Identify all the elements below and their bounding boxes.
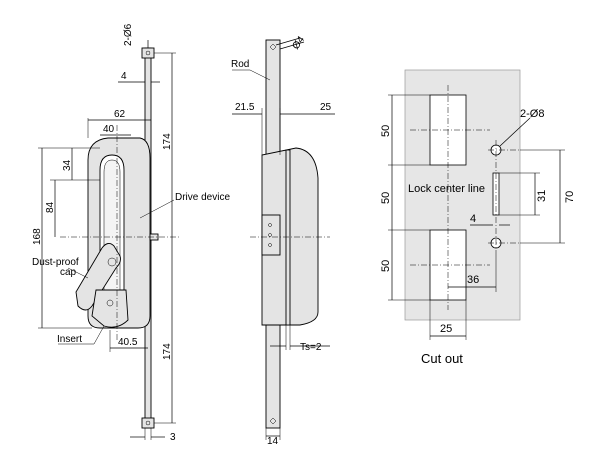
side-lock-hole-1 xyxy=(268,223,272,227)
front-rod-bottom-end xyxy=(141,417,155,429)
cutout-dim-31: 31 xyxy=(536,190,548,202)
side-housing-flange xyxy=(285,149,291,326)
front-dim-168: 168 xyxy=(32,228,43,245)
front-dim-62: 62 xyxy=(114,109,126,120)
front-handle xyxy=(75,243,121,311)
front-dim-34: 34 xyxy=(62,159,73,171)
cutout-dim-50-mid: 50 xyxy=(380,192,392,204)
side-rod-bottom-hole xyxy=(269,417,277,425)
front-dim-84: 84 xyxy=(45,201,56,213)
side-hole-spec: Ø4 xyxy=(290,34,307,52)
front-label-drive-device: Drive device xyxy=(175,192,230,203)
cutout-dim-50-bottom: 50 xyxy=(380,260,392,272)
front-dim-40-5: 40.5 xyxy=(118,337,138,348)
front-label-insert: Insert xyxy=(57,334,82,345)
front-insert-hole xyxy=(106,299,114,307)
cutout-caption: Cut out xyxy=(421,351,463,366)
side-lock-block xyxy=(261,214,281,256)
side-dim-25: 25 xyxy=(320,102,332,113)
cutout-label-lock-center: Lock center line xyxy=(408,183,485,195)
front-handle-pivot xyxy=(107,257,117,267)
cutout-dim-36: 36 xyxy=(467,274,479,286)
side-dim-21-5: 21.5 xyxy=(235,102,255,113)
side-lock-hole-2 xyxy=(268,233,272,237)
side-view: Ø4 Rod 21.5 25 Ts=2 14 xyxy=(231,34,335,447)
cutout-hole-spec: 2-Ø8 xyxy=(520,108,544,120)
front-view: 2-Ø6 4 62 40 34 84 168 174 174 xyxy=(32,23,230,443)
cutout-dim-70: 70 xyxy=(564,191,576,203)
cutout-dim-50-top: 50 xyxy=(380,125,392,137)
front-label-dust-proof-1: Dust-proof xyxy=(32,257,79,268)
front-rod-top-end xyxy=(141,47,155,59)
side-label-rod: Rod xyxy=(231,59,249,70)
cutout-dim-25: 25 xyxy=(440,323,452,335)
front-dim-40: 40 xyxy=(103,124,115,135)
side-dim-14: 14 xyxy=(267,436,279,447)
front-label-dust-proof-2: cap xyxy=(60,267,77,278)
cutout-view: 50 50 50 2-Ø8 Lock center line 31 70 4 3… xyxy=(380,69,576,366)
side-rod-top-hole xyxy=(269,43,277,51)
front-rod-bottom-hole xyxy=(145,420,151,426)
front-dim-4: 4 xyxy=(121,71,127,82)
side-lock-hole-3 xyxy=(268,243,272,247)
front-dim-174-lower: 174 xyxy=(162,343,173,360)
cutout-dim-4: 4 xyxy=(470,213,476,225)
front-rod-top-hole xyxy=(145,50,151,56)
front-hole-spec: 2-Ø6 xyxy=(123,23,134,46)
side-dim-ts: Ts=2 xyxy=(300,342,322,353)
front-dim-3: 3 xyxy=(170,432,176,443)
front-dim-174-upper: 174 xyxy=(162,133,173,150)
